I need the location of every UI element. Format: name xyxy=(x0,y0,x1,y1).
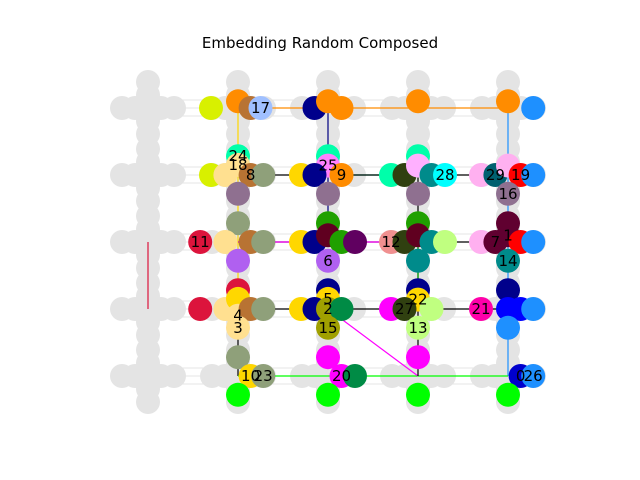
colored-node xyxy=(521,163,546,187)
colored-node xyxy=(188,230,213,254)
node-label: 18 xyxy=(228,156,247,174)
colored-node xyxy=(433,163,457,187)
colored-node xyxy=(496,382,520,407)
colored-node xyxy=(226,345,250,370)
colored-node xyxy=(302,163,327,187)
colored-node xyxy=(521,364,546,388)
colored-node xyxy=(329,163,354,187)
node-label: 28 xyxy=(435,166,454,184)
colored-node xyxy=(213,230,238,254)
grid-node xyxy=(162,163,186,187)
node-label: 17 xyxy=(251,99,270,117)
colored-node xyxy=(406,315,430,340)
grid-node xyxy=(162,96,186,120)
colored-node xyxy=(329,96,354,120)
colored-node xyxy=(406,382,430,407)
colored-node xyxy=(496,278,520,303)
colored-node xyxy=(251,364,276,388)
colored-node xyxy=(521,96,546,120)
colored-node xyxy=(188,297,213,321)
node-label: 22 xyxy=(408,291,427,309)
node-label: 19 xyxy=(511,166,530,184)
colored-node xyxy=(316,315,340,340)
node-label: 16 xyxy=(498,185,517,203)
node-label: 26 xyxy=(524,367,543,385)
node-label: 8 xyxy=(246,166,256,184)
colored-node xyxy=(226,211,250,236)
colored-node xyxy=(251,297,276,321)
colored-node xyxy=(496,89,520,114)
node-label: 5 xyxy=(323,290,333,308)
colored-node xyxy=(406,345,430,370)
colored-node xyxy=(251,163,276,187)
colored-node xyxy=(343,230,367,254)
grid-node xyxy=(162,230,186,254)
colored-node xyxy=(343,364,367,388)
node-label: 0 xyxy=(516,367,526,385)
colored-node xyxy=(469,297,493,321)
node-label: 27 xyxy=(395,300,414,318)
colored-node-layer xyxy=(188,89,546,407)
node-label: 13 xyxy=(408,319,427,337)
node-label: 6 xyxy=(323,252,333,270)
colored-node xyxy=(226,181,250,206)
colored-node xyxy=(226,315,250,340)
colored-node xyxy=(248,96,273,120)
node-label: 25 xyxy=(318,157,337,175)
colored-node xyxy=(406,181,430,206)
colored-node xyxy=(433,230,457,254)
node-label: 2 xyxy=(323,300,333,318)
colored-node xyxy=(496,315,520,340)
colored-node xyxy=(226,382,250,407)
node-label: 9 xyxy=(337,166,347,184)
colored-node xyxy=(316,345,340,370)
grid-node xyxy=(162,364,186,388)
colored-node xyxy=(406,89,430,114)
figure-title: Embedding Random Composed xyxy=(201,34,439,52)
colored-node xyxy=(199,96,223,120)
colored-node xyxy=(392,297,417,321)
colored-node xyxy=(329,297,354,321)
grid-node xyxy=(136,390,160,414)
node-label: 14 xyxy=(498,252,517,270)
node-label: 11 xyxy=(191,233,210,251)
colored-node xyxy=(521,297,546,321)
node-label: 4 xyxy=(233,307,243,325)
colored-node xyxy=(251,230,276,254)
node-label: 24 xyxy=(228,147,247,165)
colored-node xyxy=(316,248,340,273)
node-label: 10 xyxy=(241,367,260,385)
node-label: 7 xyxy=(491,233,501,251)
node-label: 23 xyxy=(254,367,273,385)
grid-node xyxy=(162,297,186,321)
colored-node xyxy=(316,382,340,407)
colored-node xyxy=(419,297,444,321)
colored-node xyxy=(406,248,430,273)
colored-node xyxy=(496,248,520,273)
colored-node xyxy=(521,230,546,254)
node-label: 21 xyxy=(471,300,490,318)
node-label: 12 xyxy=(381,233,400,251)
node-label: 1 xyxy=(503,226,513,244)
node-label: 20 xyxy=(332,367,351,385)
node-label: 3 xyxy=(233,319,243,337)
colored-node xyxy=(496,181,520,206)
node-label: 15 xyxy=(318,319,337,337)
node-label: 29 xyxy=(486,166,505,184)
colored-node xyxy=(316,181,340,206)
colored-node xyxy=(226,248,250,273)
